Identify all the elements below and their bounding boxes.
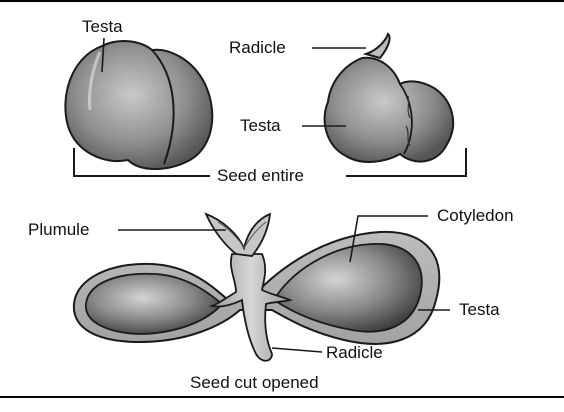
plumule	[206, 214, 270, 256]
label-cotyledon: Cotyledon	[437, 207, 514, 224]
entire-seed-left	[65, 41, 212, 169]
label-radicle-cut: Radicle	[326, 344, 383, 361]
label-radicle-top: Radicle	[229, 39, 286, 56]
label-seed-entire: Seed entire	[217, 167, 304, 184]
label-plumule: Plumule	[28, 221, 89, 238]
label-testa-left: Testa	[82, 18, 123, 35]
label-testa-cut: Testa	[459, 301, 500, 318]
label-seed-cut-opened: Seed cut opened	[190, 374, 319, 391]
cut-seed	[74, 214, 439, 361]
label-testa-right: Testa	[240, 117, 281, 134]
entire-seed-right	[325, 34, 454, 162]
